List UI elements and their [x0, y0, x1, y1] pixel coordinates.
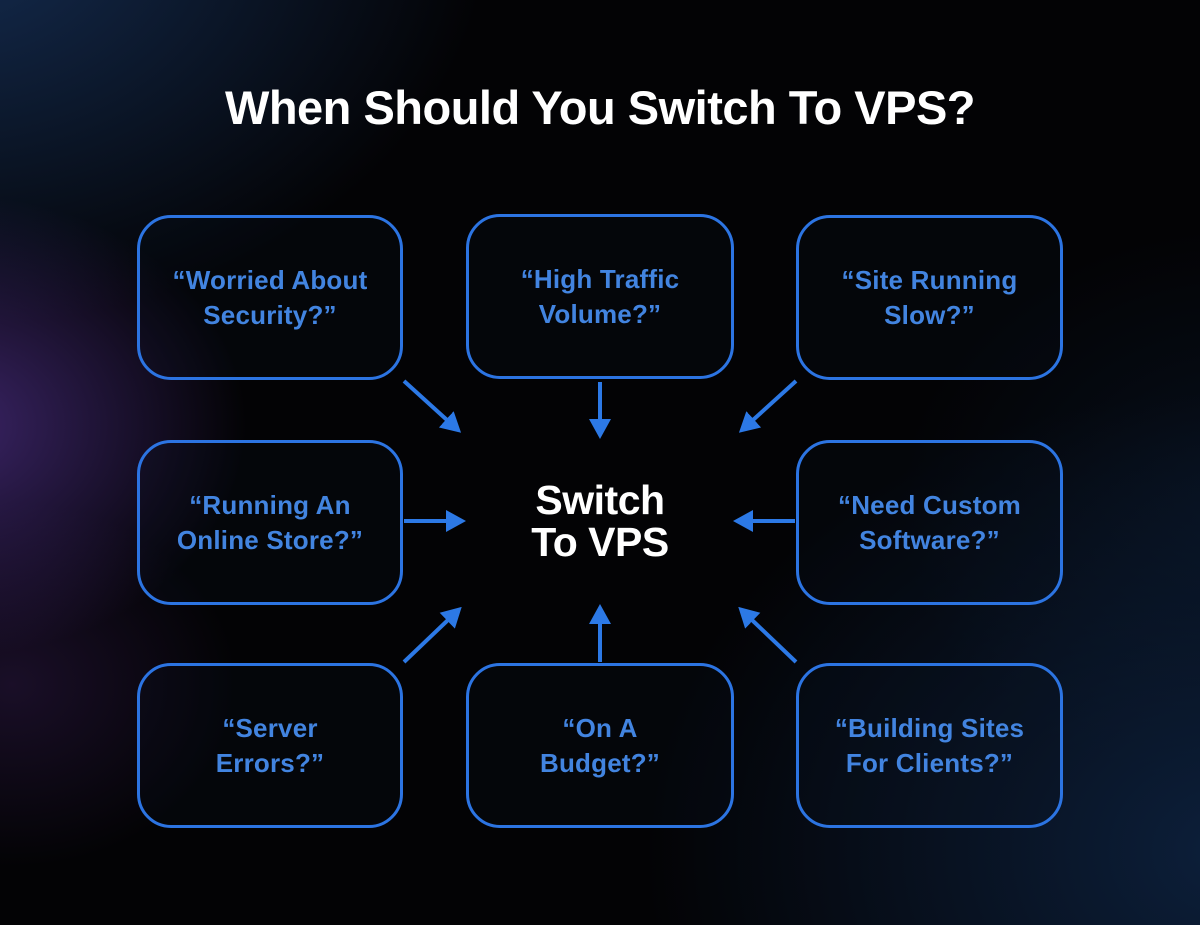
center-line-1: Switch — [535, 477, 665, 523]
box-site-running-slow: “Site Running Slow?” — [796, 215, 1063, 380]
box-label: “Site Running Slow?” — [841, 265, 1018, 330]
box-high-traffic-volume: “High Traffic Volume?” — [466, 214, 734, 379]
box-label: “Worried About Security?” — [172, 265, 368, 330]
box-building-sites-for-clients: “Building Sites For Clients?” — [796, 663, 1063, 828]
box-label: “Server Errors?” — [215, 713, 325, 778]
box-label: “Building Sites For Clients?” — [834, 713, 1025, 778]
arrow-bottom-left-to-center — [402, 606, 462, 664]
page-title: When Should You Switch To VPS? — [224, 81, 976, 134]
box-label: “High Traffic Volume?” — [520, 264, 680, 329]
box-server-errors: “Server Errors?” — [137, 663, 403, 828]
center-node-switch-to-vps: Switch To VPS — [450, 479, 750, 563]
arrow-bottom-right-to-center — [738, 606, 798, 664]
box-label: “Need Custom Software?” — [838, 490, 1021, 555]
arrow-top-left-to-center — [402, 379, 462, 433]
box-label: “Running An Online Store?” — [176, 490, 364, 555]
box-label: “On A Budget?” — [539, 713, 661, 778]
box-on-a-budget: “On A Budget?” — [466, 663, 734, 828]
box-worried-about-security: “Worried About Security?” — [137, 215, 403, 380]
center-line-2: To VPS — [531, 519, 669, 565]
arrow-top-right-to-center — [738, 379, 798, 433]
box-need-custom-software: “Need Custom Software?” — [796, 440, 1063, 605]
box-running-an-online-store: “Running An Online Store?” — [137, 440, 403, 605]
